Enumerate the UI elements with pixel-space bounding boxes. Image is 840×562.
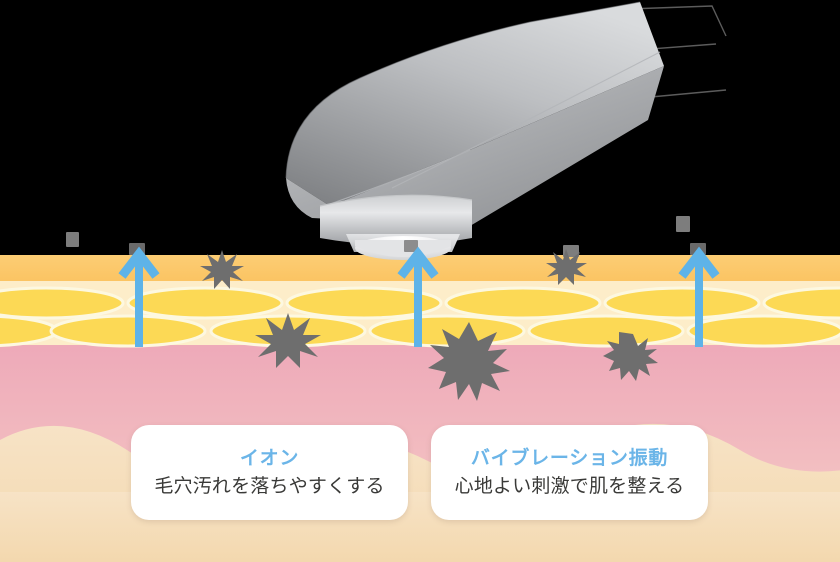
dirt-particle xyxy=(676,216,690,232)
skin-cell-row-lower xyxy=(0,314,840,348)
dirt-particle xyxy=(404,240,418,252)
vibration-sparkle xyxy=(200,250,244,289)
sparkle-group xyxy=(200,249,658,401)
vibration-sparkle xyxy=(255,313,321,368)
ion-penetration-arrow xyxy=(397,246,439,347)
vibration-card-description: 心地よい刺激で肌を整える xyxy=(454,475,685,497)
device-collar-outline xyxy=(319,194,473,207)
dirt-particle-group xyxy=(66,216,706,257)
ion-penetration-arrow xyxy=(118,246,160,347)
vibration-sparkle xyxy=(603,332,658,381)
skin-cell-row-upper xyxy=(0,286,840,320)
device-silhouette-outline xyxy=(285,1,641,179)
device-body-upper xyxy=(286,2,664,206)
ion-card-title: イオン xyxy=(239,447,300,469)
ion-arrow-group xyxy=(118,246,720,347)
ion-feature-card[interactable]: イオン 毛穴汚れを落ちやすくする xyxy=(131,425,408,520)
ion-card-description: 毛穴汚れを落ちやすくする xyxy=(154,475,385,497)
vibration-sparkle xyxy=(428,322,510,401)
vibration-card-title: バイブレーション振動 xyxy=(470,447,669,469)
ion-penetration-arrow xyxy=(678,246,720,347)
device-collar xyxy=(320,195,472,245)
device-tip-body xyxy=(355,240,451,257)
vibration-feature-card[interactable]: バイブレーション振動 心地よい刺激で肌を整える xyxy=(431,425,708,520)
dirt-particle xyxy=(66,232,79,247)
vibration-sparkle xyxy=(546,249,587,285)
device-body-crease xyxy=(329,51,661,205)
